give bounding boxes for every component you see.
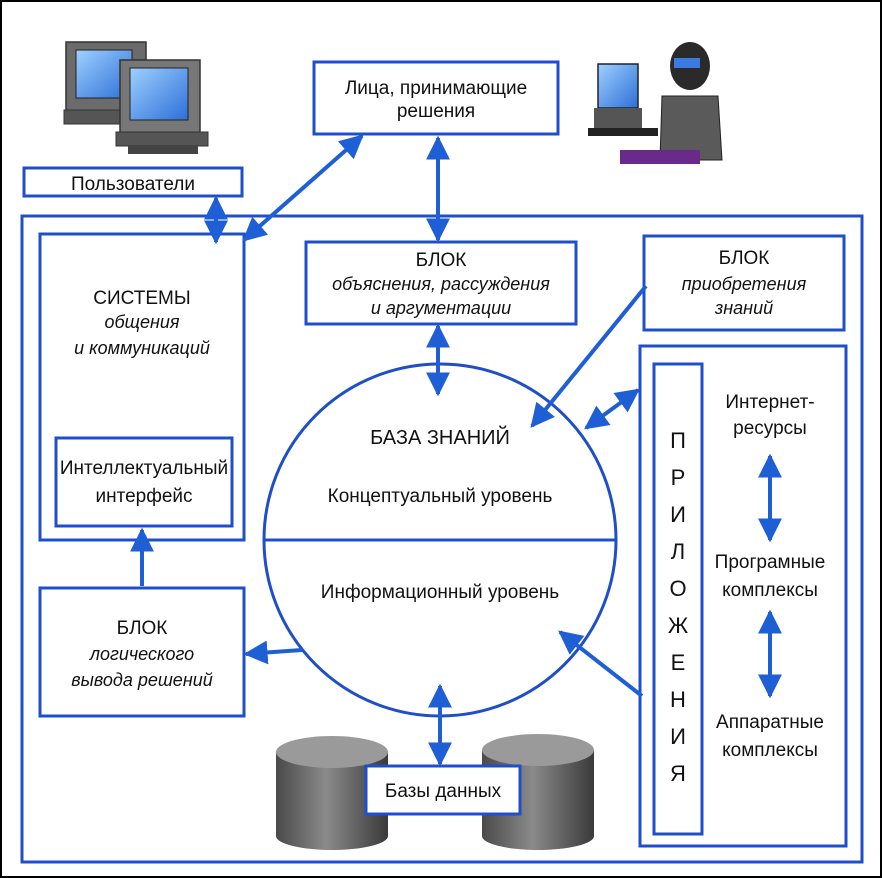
- two-computers-icon: [63, 41, 209, 154]
- decision-makers-line2: решения: [397, 101, 475, 122]
- intel-interface-line1: Интеллектуальный: [60, 458, 228, 479]
- hardware-line1: Аппаратные: [716, 712, 824, 733]
- applications-letter: Е: [671, 650, 686, 675]
- explain-block-line3: и аргументации: [371, 298, 511, 318]
- acquire-kb-arrow: [530, 284, 648, 428]
- informational-level-label: Информационный уровень: [321, 582, 560, 603]
- applications-letter: П: [670, 428, 686, 453]
- explain-block-box: [304, 240, 578, 326]
- conceptual-level-label: Концептуальный уровень: [328, 486, 553, 507]
- logic-block-line2: логического: [89, 644, 194, 664]
- applications-letter: О: [669, 576, 686, 601]
- applications-letter: Я: [670, 761, 686, 786]
- operator-at-workstation-icon: [588, 42, 723, 164]
- decision-makers-box: [312, 60, 560, 136]
- databases-box: [364, 764, 522, 816]
- decision-comm-arrow: [242, 134, 364, 242]
- internet-line2: ресурсы: [733, 418, 807, 439]
- logic-block-line1: БЛОК: [117, 618, 168, 639]
- hardware-line2: комплексы: [722, 740, 818, 761]
- apps-kb-arrow: [558, 630, 644, 698]
- databases-label: Базы данных: [385, 781, 502, 802]
- users-label: Пользователи: [71, 174, 195, 195]
- comm-systems-line3: и коммуникаций: [74, 338, 210, 358]
- knowledge-base-title: БАЗА ЗНАНИЙ: [370, 425, 510, 449]
- logic-block-line3: вывода решений: [71, 670, 213, 690]
- database-cylinder-icon: [276, 736, 388, 850]
- acquire-block-line2: приобретения: [682, 274, 807, 294]
- comm-systems-line1: СИСТЕМЫ: [93, 288, 190, 309]
- intel-interface-line2: интерфейс: [95, 486, 192, 507]
- kb-apps-arrow: [584, 388, 640, 430]
- kb-logic-arrow: [243, 640, 303, 665]
- connection-arrows: [130, 134, 782, 767]
- internet-line1: Интернет-: [725, 392, 814, 413]
- applications-letter: Ж: [668, 613, 689, 638]
- software-line2: комплексы: [722, 580, 818, 601]
- comm-systems-line2: общения: [105, 312, 180, 332]
- applications-letter: И: [670, 724, 686, 749]
- explain-block-line1: БЛОК: [416, 250, 467, 271]
- intel-interface-box: [54, 436, 234, 528]
- applications-title-box: [652, 362, 704, 836]
- explain-block-line2: объяснения, рассуждения: [332, 274, 550, 294]
- applications-letter: Н: [670, 687, 686, 712]
- decision-makers-line1: Лица, принимающие: [345, 78, 527, 99]
- software-line1: Програмные: [715, 552, 826, 573]
- acquire-block-line1: БЛОК: [719, 248, 770, 269]
- users-box: [22, 166, 244, 198]
- applications-letter: Л: [671, 539, 685, 564]
- acquire-block-box: [642, 234, 846, 332]
- logic-block-box: [38, 586, 246, 718]
- applications-letter: Р: [671, 465, 686, 490]
- acquire-block-line3: знаний: [714, 298, 773, 318]
- applications-letter: И: [670, 502, 686, 527]
